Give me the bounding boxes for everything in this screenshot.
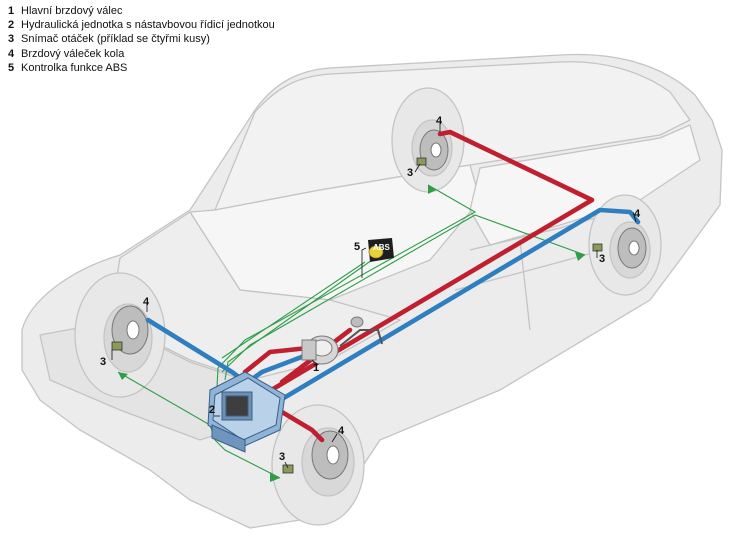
abs-lamp-label: ABS <box>373 243 391 252</box>
speed-sensors <box>111 157 603 474</box>
callout-sensor-front-left: 3 <box>100 356 106 368</box>
leader-lines <box>111 124 637 469</box>
master-cylinder <box>301 316 383 365</box>
brake-disc-front-right <box>311 430 349 480</box>
callout-hydraulic-unit: 2 <box>209 404 215 416</box>
arrow-icon <box>118 372 128 380</box>
callout-cylinder-rear-left: 4 <box>436 115 443 127</box>
arrow-icon <box>428 185 436 194</box>
brake-line-rear-left <box>265 129 595 395</box>
speed-sensor <box>282 464 294 474</box>
callout-cylinder-rear-right: 4 <box>634 208 641 220</box>
brake-line-rear-right <box>269 207 641 408</box>
side-window <box>469 124 701 246</box>
callout-cylinder-front-left: 4 <box>143 296 150 308</box>
arrow-icon <box>575 252 585 261</box>
arrow-icon <box>270 472 280 482</box>
speed-sensor <box>111 341 123 351</box>
callout-master-cylinder: 1 <box>313 362 319 374</box>
callout-cylinder-front-right: 4 <box>338 425 345 437</box>
lamp-wire <box>221 259 373 381</box>
hydraulic-unit <box>207 371 286 453</box>
callout-sensor-rear-right: 3 <box>599 253 605 265</box>
abs-lamp: ABS <box>368 238 394 262</box>
callout-abs-lamp: 5 <box>354 241 360 253</box>
speed-sensor <box>416 157 427 166</box>
speed-sensor <box>592 243 603 252</box>
sensor-arrows <box>118 185 585 482</box>
callout-sensor-rear-left: 3 <box>407 167 413 179</box>
brake-disc-rear-left <box>419 129 449 171</box>
callout-sensor-front-right: 3 <box>279 451 285 463</box>
sensor-wire-front-right <box>214 439 281 479</box>
brake-disc-rear-right <box>617 227 647 269</box>
